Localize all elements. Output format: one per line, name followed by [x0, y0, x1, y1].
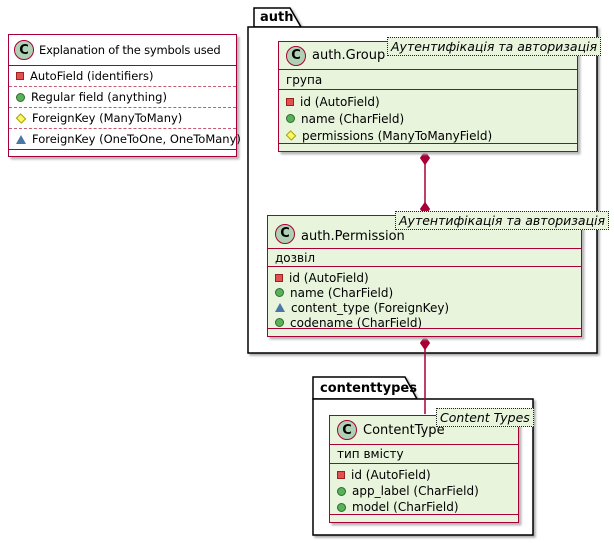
legend-empty-compartment	[9, 149, 236, 156]
field-label: id (AutoField)	[351, 468, 431, 483]
regular-field-circle-icon	[286, 114, 295, 124]
field-label: content_type (ForeignKey)	[291, 300, 450, 315]
foreignkey-triangle-icon	[275, 303, 285, 313]
class-description: дозвіл	[268, 247, 581, 266]
autofield-square-icon	[16, 72, 24, 80]
field-row: codename (CharField)	[275, 315, 574, 328]
field-row: name (CharField)	[275, 285, 574, 300]
field-label: name (CharField)	[290, 285, 394, 300]
class-fields: id (AutoField) app_label (CharField) mod…	[330, 463, 518, 514]
legend-item: ForeignKey (OneToOne, OneToMany)	[9, 128, 241, 149]
autofield-square-icon	[275, 273, 283, 282]
field-label: id (AutoField)	[289, 270, 369, 285]
class-empty-compartment	[279, 143, 577, 151]
field-label: permissions (ManyToManyField)	[302, 128, 493, 143]
field-row: model (CharField)	[337, 499, 511, 514]
class-fields: id (AutoField) name (CharField) content_…	[268, 266, 581, 328]
field-label: app_label (CharField)	[352, 484, 479, 499]
class-header: C ContentType	[330, 416, 518, 444]
class-box-auth-group: C auth.Group група id (AutoField) name (…	[278, 41, 578, 152]
auth-package-name: auth	[260, 10, 294, 25]
field-row: content_type (ForeignKey)	[275, 300, 574, 315]
class-header: C auth.Permission	[268, 216, 581, 248]
class-name: ContentType	[363, 422, 445, 438]
legend-item-label: AutoField (identifiers)	[30, 69, 154, 83]
class-circle-icon: C	[275, 223, 295, 244]
legend-item-label: ForeignKey (OneToOne, OneToMany)	[32, 132, 241, 146]
legend-item: AutoField (identifiers)	[9, 65, 236, 86]
regular-field-circle-icon	[337, 486, 346, 496]
class-box-contenttype: C ContentType тип вмісту id (AutoField) …	[329, 415, 519, 523]
autofield-square-icon	[337, 471, 345, 480]
regular-field-circle-icon	[337, 502, 346, 512]
legend-title: Explanation of the symbols used	[39, 43, 221, 57]
field-label: model (CharField)	[352, 500, 459, 515]
class-circle-icon: C	[14, 40, 34, 60]
stereotype-note: Аутентифікація та авторизація	[395, 211, 610, 230]
foreignkey-triangle-icon	[16, 134, 26, 144]
class-box-auth-permission: C auth.Permission дозвіл id (AutoField) …	[267, 215, 582, 337]
field-row: id (AutoField)	[337, 467, 511, 483]
field-row: id (AutoField)	[275, 270, 574, 285]
class-header: C auth.Group	[279, 42, 577, 69]
class-empty-compartment	[268, 328, 581, 336]
autofield-square-icon	[286, 97, 294, 106]
regular-field-circle-icon	[16, 92, 25, 102]
class-description: тип вмісту	[330, 444, 518, 463]
class-name: auth.Permission	[301, 228, 405, 244]
field-label: name (CharField)	[301, 111, 405, 126]
contenttypes-package-name: contenttypes	[320, 381, 417, 396]
field-row: id (AutoField)	[286, 93, 570, 110]
stereotype-note: Аутентифікація та авторизація	[387, 37, 602, 56]
manytomany-diamond-icon	[285, 130, 297, 141]
legend-box: C Explanation of the symbols used AutoFi…	[8, 34, 241, 157]
field-row: name (CharField)	[286, 110, 570, 127]
legend-item-label: ForeignKey (ManyToMany)	[32, 111, 183, 125]
legend-item-label: Regular field (anything)	[31, 90, 167, 104]
class-description: група	[279, 69, 577, 89]
legend-item: ForeignKey (ManyToMany)	[9, 107, 236, 128]
legend-item: Regular field (anything)	[9, 86, 236, 107]
class-name: auth.Group	[312, 48, 386, 64]
manytomany-diamond-icon	[15, 112, 27, 124]
class-circle-icon: C	[337, 420, 357, 441]
legend-header: C Explanation of the symbols used	[9, 35, 236, 65]
class-circle-icon: C	[286, 45, 306, 66]
field-label: id (AutoField)	[300, 94, 380, 109]
stereotype-note: Content Types	[436, 408, 534, 427]
field-row: app_label (CharField)	[337, 483, 511, 499]
class-empty-compartment	[330, 514, 518, 522]
regular-field-circle-icon	[275, 318, 284, 328]
field-row: permissions (ManyToManyField)	[285, 127, 570, 143]
class-fields: id (AutoField) name (CharField) permissi…	[279, 89, 577, 143]
field-label: codename (CharField)	[290, 315, 423, 329]
regular-field-circle-icon	[275, 288, 284, 298]
